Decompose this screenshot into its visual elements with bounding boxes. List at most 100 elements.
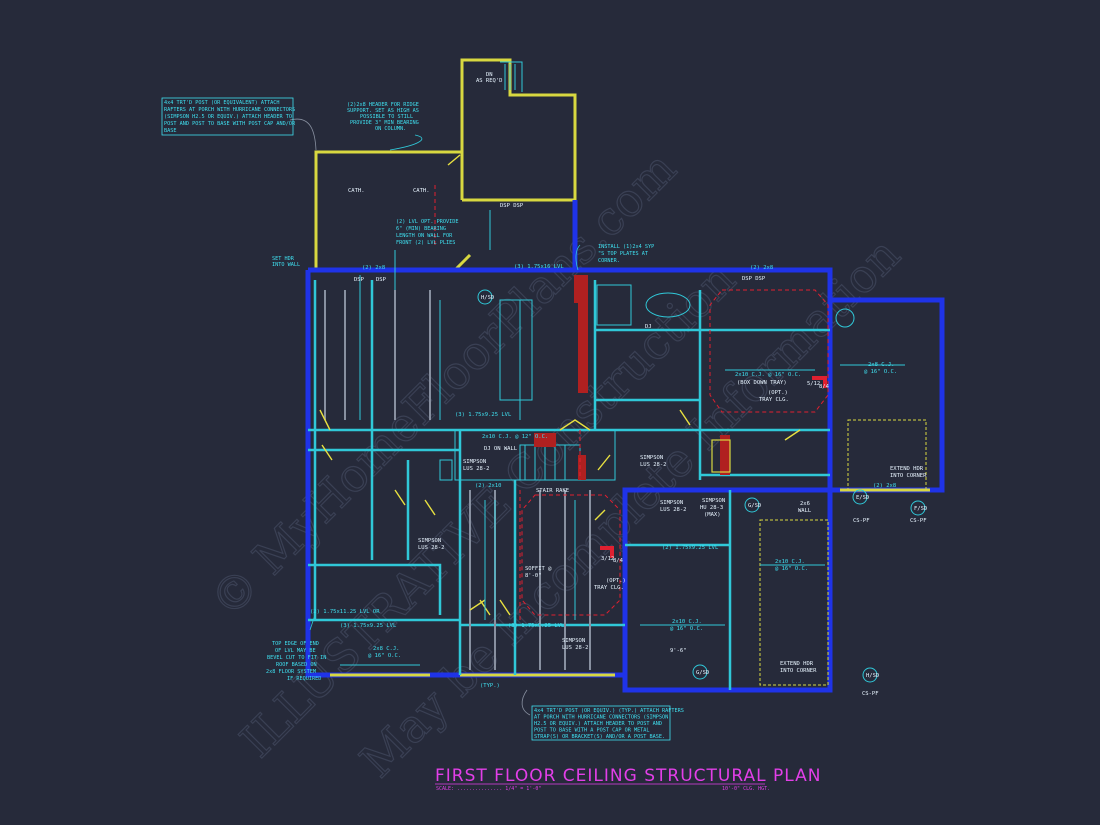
plan-text: STRAP(S) OR BRACKET(S) AND/OR A POST BAS… — [534, 734, 665, 740]
plan-text: STAIR RAKE — [536, 488, 569, 494]
porch-walls — [314, 58, 577, 272]
plan-text: OF LVL MAY BE — [275, 648, 316, 654]
plan-text: @ 16" O.C. — [864, 369, 897, 375]
plan-text: DSP DSP — [500, 203, 524, 209]
plan-text: H/SD — [481, 295, 494, 301]
plan-text: 2x8 FLOOR SYSTEM — [266, 669, 316, 675]
plan-text: POST AND POST TO BASE WITH POST CAP AND/… — [164, 121, 296, 127]
tray-ceilings — [434, 185, 829, 620]
plan-text: INSTALL (1)2x4 SYP — [598, 244, 654, 250]
plan-text: 2x10 C.J. — [672, 619, 702, 625]
plan-text: (TYP.) — [480, 683, 500, 689]
plan-text: DSP DSP — [742, 276, 766, 282]
section-marker: F/SD — [910, 500, 927, 516]
plan-text: @ 16" O.C. — [368, 653, 401, 659]
plan-text: POSSIBLE TO STILL — [360, 114, 413, 120]
plan-text: E/SD — [856, 495, 869, 501]
plan-text: DSP — [376, 277, 387, 283]
plan-text: (2) 1.75x9.25 LVL — [662, 545, 719, 551]
plan-text: SUPPORT. SET AS HIGH AS — [347, 108, 419, 114]
section-markers: H/SD G/SD E/SD F/SD G/SD H/SD CS-PF CS-P… — [477, 289, 927, 697]
section-marker: H/SD — [862, 667, 879, 683]
plan-text: (2) LVL OPT. PROVIDE — [396, 219, 458, 225]
note-misc: EXTEND HDR INTO CORNER EXTEND HDR INTO C… — [272, 256, 927, 674]
plan-text: SIMPSON — [463, 459, 486, 465]
plan-text: AS REQ'D — [476, 78, 503, 84]
note-porch-post-top: 4x4 TRT'D POST (OR EQUIVALENT) ATTACH RA… — [161, 97, 296, 136]
plan-text: EXTEND HDR — [780, 661, 814, 667]
plan-text: 3/12 — [601, 556, 614, 562]
plan-text: 2x10 C.J. @ 16" O.C. — [735, 372, 801, 378]
plan-text: (3) 1.75x16 LVL — [514, 264, 564, 270]
leader-lines — [289, 118, 581, 716]
note-top-plates: INSTALL (1)2x4 SYP "S TOP PLATES AT CORN… — [598, 244, 654, 264]
plan-text: INTO CORNER — [890, 473, 927, 479]
beam-lines — [340, 210, 905, 666]
plan-text: LENGTH ON WALL FOR — [396, 233, 453, 239]
plan-labels: DN AS REQ'D CATH. CATH. DSP DSP DSP DSP … — [310, 72, 897, 689]
title-block: FIRST FLOOR CEILING STRUCTURAL PLAN SCAL… — [435, 766, 820, 792]
plan-text: TRAY CLG. — [759, 397, 789, 403]
plan-text: CS-PF — [862, 691, 879, 697]
plan-text: G/SD — [696, 670, 709, 676]
plan-text: (2) 2x8 — [873, 483, 896, 489]
plan-text: SIMPSON — [660, 500, 683, 506]
plan-text: BASE — [164, 128, 177, 134]
plan-text: LUS 28-2 — [562, 645, 589, 651]
plan-text: 4x4 TRT'D POST (OR EQUIVALENT) ATTACH — [164, 100, 280, 106]
section-marker: E/SD — [852, 489, 869, 505]
plan-text: LUS 28-2 — [418, 545, 445, 551]
plan-text: H/SD — [866, 673, 879, 679]
plan-text: TOP EDGE OF END — [272, 641, 319, 647]
plan-text: SIMPSON — [640, 455, 663, 461]
note-ridge-header: (2)2x8 HEADER FOR RIDGE SUPPORT. SET AS … — [347, 102, 419, 132]
note-bevel: TOP EDGE OF END OF LVL MAY BE BEVEL CUT … — [266, 641, 326, 682]
plan-text: (OPT.) — [606, 578, 626, 584]
plan-text: SIMPSON — [562, 638, 585, 644]
plan-text: (3) 1.75x9.25 LVL — [508, 623, 565, 629]
plan-text: 2x10 C.J. — [775, 559, 805, 565]
plan-text: TRAY CLG. — [594, 585, 624, 591]
plan-text: (2) 1.75x11.25 LVL OR — [310, 609, 380, 615]
plan-text: LUS 28-2 — [660, 507, 687, 513]
plan-text: (OPT.) — [768, 390, 788, 396]
plan-text: LUS 28-2 — [640, 462, 667, 468]
plan-text: LUS 28-2 — [463, 466, 490, 472]
plan-text: SOFFIT @ — [525, 566, 552, 572]
plan-text: ROOF BASED ON — [276, 662, 317, 668]
plan-text: H2.5 OR EQUIV.) ATTACH HEADER TO POST AN… — [534, 721, 662, 727]
plan-text: @ 16" O.C. — [775, 566, 808, 572]
plan-text: 2x6 — [800, 501, 810, 507]
plan-text: 2x8 C.J. — [868, 362, 895, 368]
plan-text: "S TOP PLATES AT — [598, 251, 648, 257]
plan-text: SIMPSON — [418, 538, 441, 544]
plan-text: IF REQUIRED — [287, 676, 321, 682]
exterior-walls — [305, 200, 945, 693]
plan-text: HU 28-3 — [700, 505, 723, 511]
plan-text: 8'-0" — [525, 573, 542, 579]
plan-text: PROVIDE 3" MIN BEARING — [350, 120, 419, 126]
plan-text: 2x10 C.J. @ 12" O.C. — [482, 434, 548, 440]
ceiling-height: 10'-0" CLG. HGT. — [722, 786, 770, 792]
plan-text: CS-PF — [853, 518, 870, 524]
plan-text: DJ ON WALL — [484, 446, 518, 452]
plan-text: 5/12 — [807, 381, 820, 387]
section-marker: G/SD — [692, 664, 709, 680]
plan-text: (2) 2x10 — [475, 483, 502, 489]
scale-label: SCALE: ............... 1/4" = 1'-0" — [436, 786, 541, 792]
plan-text: CORNER. — [598, 258, 620, 264]
note-porch-post-bottom: 4x4 TRT'D POST (OR EQUIV.) (TYP.) ATTACH… — [531, 705, 684, 741]
plan-text: CATH. — [413, 188, 430, 194]
plan-text: INTO WALL — [272, 262, 300, 268]
plan-text: DJ — [645, 324, 652, 330]
plan-text: (3) 1.75x9.25 LVL — [340, 623, 397, 629]
plan-text: INTO CORNER — [780, 668, 817, 674]
plan-text: @ 16" O.C. — [670, 626, 703, 632]
plan-text: 8/4 — [613, 558, 624, 564]
plan-text: May be Incomplete Information — [350, 227, 911, 788]
plan-text: CS-PF — [910, 518, 927, 524]
plan-text: 2x8 C.J. — [373, 646, 400, 652]
plan-text: 4x4 TRT'D POST (OR EQUIV.) (TYP.) ATTACH… — [534, 708, 684, 714]
plan-text: DSP — [354, 277, 365, 283]
plan-text: (MAX) — [704, 512, 721, 518]
